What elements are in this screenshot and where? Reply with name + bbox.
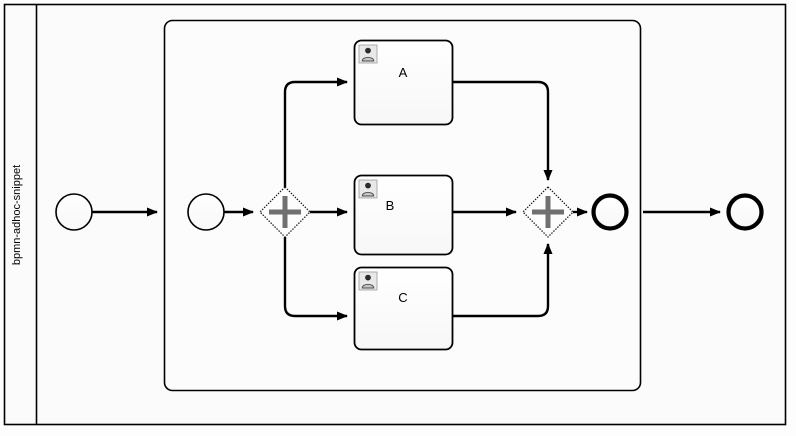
sequence-flows [92,77,721,321]
tasks-layer: A B C [353,39,454,351]
parallel-plus-icon [532,196,564,228]
user-task-icon [358,179,378,199]
flow-task-c-to-join[interactable] [453,243,553,318]
task-c-box[interactable] [353,266,454,351]
task-b[interactable]: B [353,174,454,256]
events-layer [55,193,764,231]
outer-start-event[interactable] [55,193,93,231]
task-c-label: C [398,290,407,305]
user-task-icon [358,44,378,64]
user-task-icon [358,271,378,291]
parallel-split-gateway[interactable] [259,186,311,238]
parallel-join-gateway[interactable] [522,186,574,238]
flow-split-to-task-c[interactable] [283,237,348,321]
task-b-label: B [386,198,395,213]
task-b-box[interactable] [353,174,454,256]
flow-task-a-to-join[interactable] [453,80,553,181]
flow-split-to-task-a[interactable] [283,77,348,187]
task-a-box[interactable] [353,39,454,126]
gateways-layer [259,186,574,238]
outer-end-event[interactable] [726,193,764,231]
task-c[interactable]: C [353,266,454,351]
task-a[interactable]: A [353,39,454,126]
inner-start-event[interactable] [187,193,225,231]
task-a-label: A [399,65,408,80]
pool-label: bpmn-adhoc-snippet [11,165,23,265]
inner-end-event[interactable] [591,193,629,231]
parallel-plus-icon [269,196,301,228]
